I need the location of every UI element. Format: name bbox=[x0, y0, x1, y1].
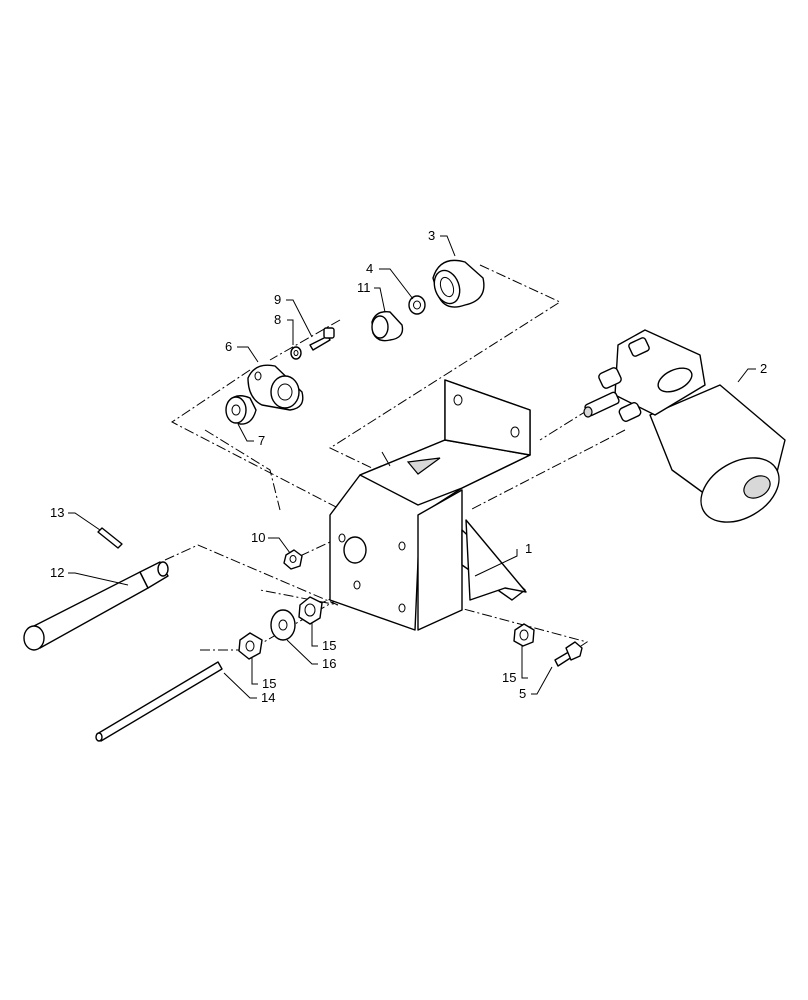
nut-10 bbox=[283, 549, 303, 570]
nut-15-left bbox=[238, 632, 263, 660]
callout-6: 6 bbox=[225, 339, 232, 354]
callout-16: 16 bbox=[322, 656, 336, 671]
bolt-5 bbox=[554, 641, 583, 667]
washer-8 bbox=[290, 346, 302, 360]
callout-13: 13 bbox=[50, 505, 64, 520]
washer-16 bbox=[270, 609, 296, 641]
callout-2: 2 bbox=[760, 361, 767, 376]
leader-lines bbox=[68, 235, 756, 699]
spacer-11 bbox=[371, 311, 404, 342]
bearing-insert bbox=[225, 395, 257, 425]
callout-15-right: 15 bbox=[502, 670, 516, 685]
shaft bbox=[23, 561, 169, 651]
screw-9 bbox=[309, 327, 335, 351]
callout-7: 7 bbox=[258, 433, 265, 448]
threaded-rod bbox=[95, 661, 223, 742]
callout-14: 14 bbox=[261, 690, 275, 705]
callout-10: 10 bbox=[251, 530, 265, 545]
callout-3: 3 bbox=[428, 228, 435, 243]
nut-15-center bbox=[298, 596, 323, 625]
washer-4 bbox=[408, 295, 426, 315]
roll-pin bbox=[97, 527, 123, 549]
callout-15-left: 15 bbox=[262, 676, 276, 691]
callouts: 1 2 3 4 5 6 7 8 9 10 11 12 13 14 15 15 1… bbox=[50, 228, 767, 705]
wiper-motor bbox=[583, 329, 786, 523]
callout-9: 9 bbox=[274, 292, 281, 307]
flange-bearing bbox=[247, 364, 304, 411]
callout-4: 4 bbox=[366, 261, 373, 276]
callout-11: 11 bbox=[357, 280, 371, 295]
callout-1: 1 bbox=[525, 541, 532, 556]
callout-15-center: 15 bbox=[322, 638, 336, 653]
mounting-bracket bbox=[329, 379, 531, 631]
callout-8: 8 bbox=[274, 312, 281, 327]
nut-15-right bbox=[513, 623, 535, 647]
bushing bbox=[432, 259, 485, 308]
callout-12: 12 bbox=[50, 565, 64, 580]
callout-5: 5 bbox=[519, 686, 526, 701]
